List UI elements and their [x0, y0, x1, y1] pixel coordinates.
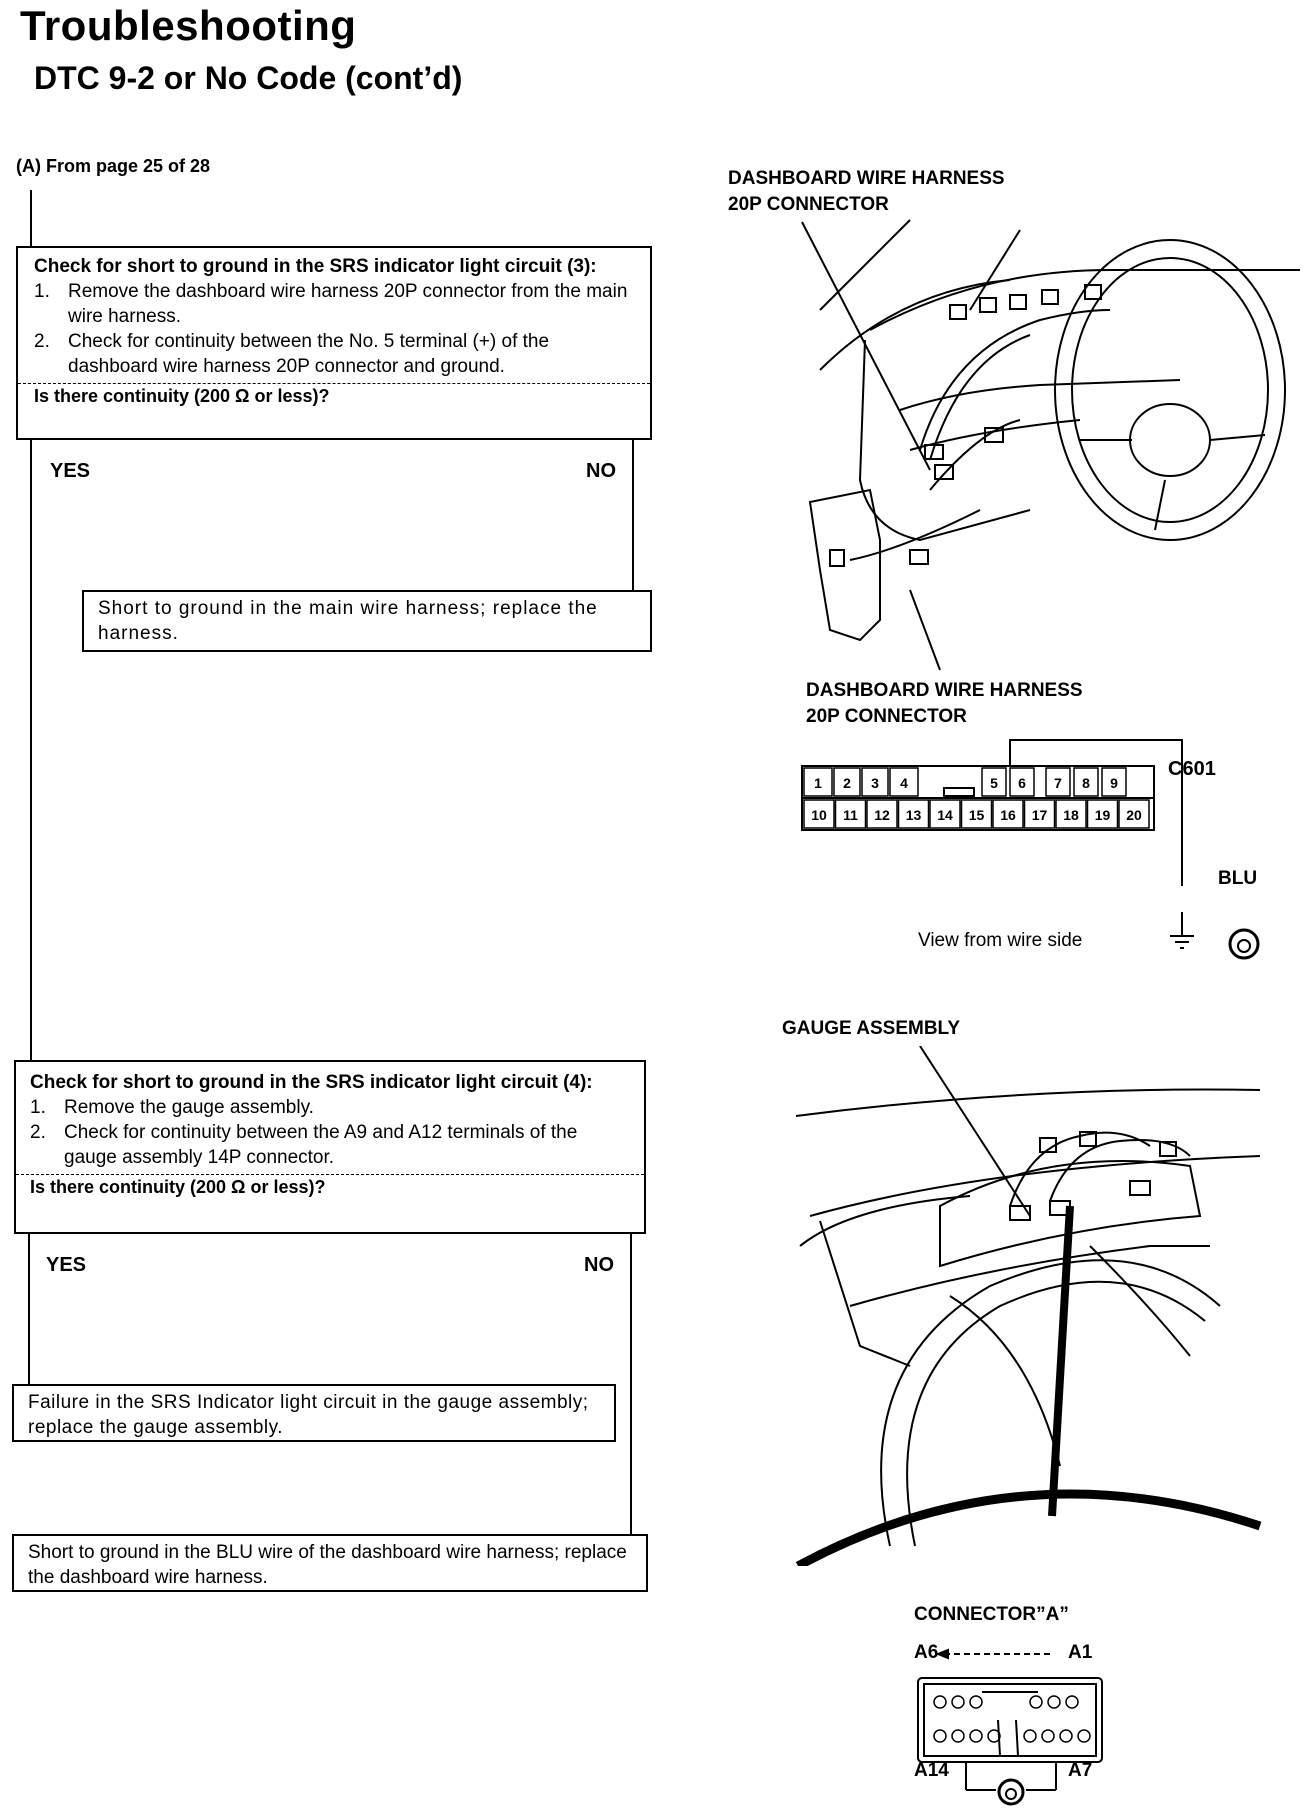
- connector-a-diagram: [917, 1648, 1103, 1806]
- connector-pin-label: 6: [1018, 775, 1026, 791]
- check-box-3-heading: Check for short to ground in the SRS ind…: [34, 256, 597, 277]
- connector-pin-cell: [1045, 767, 1071, 797]
- page-subtitle: DTC 9-2 or No Code (cont’d): [34, 60, 463, 96]
- connector-pin-cell: [803, 767, 833, 797]
- connector-pin-label: 20: [1126, 807, 1142, 823]
- connector-pin-label: 10: [811, 807, 827, 823]
- connector-pin-cell: [960, 799, 993, 829]
- connector-pin-cell: [1055, 799, 1087, 829]
- yes-flow-line-2: [28, 1234, 30, 1384]
- connector-a-label: CONNECTOR”A”: [914, 1604, 1069, 1625]
- connector-pin-cell: [833, 767, 861, 797]
- connector-pin-label: 17: [1032, 807, 1048, 823]
- connector-pin-label: 18: [1063, 807, 1079, 823]
- connector-pin-label: 1: [814, 775, 822, 791]
- check-box-3: Check for short to ground in the SRS ind…: [16, 246, 652, 440]
- connector-pin-label: 19: [1095, 807, 1111, 823]
- connector-pin-label: 15: [969, 807, 985, 823]
- result-main-harness: Short to ground in the main wire harness…: [82, 590, 652, 652]
- connector-pin-label: 11: [843, 807, 858, 823]
- yes-label-2: YES: [46, 1254, 87, 1276]
- connector-20p-label: DASHBOARD WIRE HARNESS 20P CONNECTOR: [806, 680, 1083, 727]
- result-blu-wire: Short to ground in the BLU wire of the d…: [12, 1534, 648, 1592]
- yes-flow-line: [30, 440, 32, 1060]
- check-box-4: Check for short to ground in the SRS ind…: [14, 1060, 646, 1234]
- connector-pin-cell: [1073, 767, 1099, 797]
- connector-pin-cell: [1118, 799, 1150, 829]
- connector-a-pin-hole: [1077, 1729, 1091, 1743]
- connector-a-pin-hole: [1023, 1729, 1037, 1743]
- connector-pin-cell: [834, 799, 867, 829]
- connector-pin-cell: [897, 799, 930, 829]
- connector-code: C601: [1168, 758, 1216, 780]
- connector-pin-label: 12: [874, 807, 890, 823]
- connector-a-pin-hole: [951, 1695, 965, 1709]
- gauge-assembly-illustration: [795, 1046, 1262, 1566]
- no-label-2: NO: [584, 1254, 614, 1276]
- check-box-3-question: Is there continuity (200 Ω or less)?: [18, 383, 650, 409]
- connector-a-pin-hole: [969, 1695, 983, 1709]
- connector-a-pin-hole: [1029, 1695, 1043, 1709]
- connector-a-pin-hole: [987, 1729, 1001, 1743]
- connector-a-pin-hole: [1041, 1729, 1055, 1743]
- connector-pin-label: 3: [871, 775, 879, 791]
- result-gauge-assembly: Failure in the SRS Indicator light circu…: [12, 1384, 616, 1442]
- connector-pin-cell: [992, 799, 1024, 829]
- connector-pin-cell: [1009, 767, 1035, 797]
- check-box-3-step: 2.Check for continuity between the No. 5…: [34, 331, 550, 377]
- dashboard-harness-illustration: [801, 219, 1300, 671]
- dashboard-harness-label: DASHBOARD WIRE HARNESS 20P CONNECTOR: [728, 168, 1005, 215]
- connector-a-pin-hole: [951, 1729, 965, 1743]
- connector-a-pin-a14: A14: [914, 1760, 949, 1781]
- connector-a-pin-hole: [933, 1729, 947, 1743]
- connector-pin-cell: [861, 767, 889, 797]
- connector-a-pin-hole: [969, 1729, 983, 1743]
- view-from-wire-side-note: View from wire side: [918, 930, 1083, 951]
- connector-a-pin-a6: A6: [914, 1642, 939, 1663]
- check-box-4-step: 1.Remove the gauge assembly.: [30, 1097, 314, 1118]
- connector-pin-label: 5: [990, 775, 998, 791]
- connector-pin-cell: [981, 767, 1007, 797]
- flow-line: [30, 190, 32, 248]
- connector-pin-cell: [1101, 767, 1127, 797]
- connector-pin-cell: [929, 799, 961, 829]
- connector-a-pin-hole: [1047, 1695, 1061, 1709]
- check-box-4-heading: Check for short to ground in the SRS ind…: [30, 1072, 593, 1093]
- wire-color-label: BLU: [1218, 868, 1258, 889]
- no-flow-line-2: [630, 1234, 632, 1534]
- no-label: NO: [586, 460, 616, 482]
- connector-pin-label: 14: [937, 807, 953, 823]
- connector-a-pin-hole: [933, 1695, 947, 1709]
- connector-pin-label: 7: [1054, 775, 1062, 791]
- connector-pin-cell: [889, 767, 919, 797]
- yes-label: YES: [50, 460, 91, 482]
- ground-clip-icon: [1228, 928, 1260, 960]
- connector-pin-cell: [803, 799, 835, 829]
- connector-pin-cell: [1023, 799, 1056, 829]
- check-box-3-step: 1.Remove the dashboard wire harness 20P …: [34, 281, 628, 327]
- connector-a-pin-hole: [1059, 1729, 1073, 1743]
- connector-a-pin-hole: [1065, 1695, 1079, 1709]
- connector-pin-label: 4: [900, 775, 908, 791]
- check-box-4-step: 2.Check for continuity between the A9 an…: [30, 1122, 578, 1168]
- gauge-assembly-label: GAUGE ASSEMBLY: [782, 1018, 961, 1039]
- from-page-reference: (A) From page 25 of 28: [16, 156, 211, 176]
- connector-pin-label: 16: [1000, 807, 1016, 823]
- connector-pin-label: 8: [1082, 775, 1090, 791]
- page-title: Troubleshooting: [20, 2, 357, 49]
- connector-pin-label: 13: [906, 807, 922, 823]
- connector-pin-label: 9: [1110, 775, 1118, 791]
- connector-pin-cell: [866, 799, 898, 829]
- connector-pin-label: 2: [843, 775, 851, 791]
- connector-a-pin-a7: A7: [1068, 1760, 1093, 1781]
- no-flow-line: [632, 440, 634, 590]
- check-box-4-question: Is there continuity (200 Ω or less)?: [16, 1174, 644, 1200]
- connector-pin-cell: [1086, 799, 1119, 829]
- connector-a-pin-a1: A1: [1068, 1642, 1093, 1663]
